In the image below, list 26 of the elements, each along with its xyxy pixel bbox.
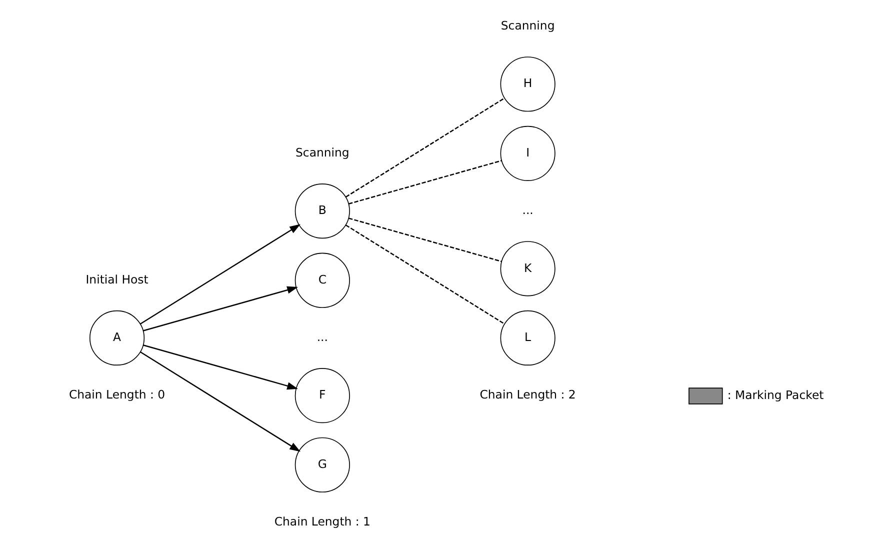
connector [348, 160, 502, 204]
arrow [140, 352, 300, 452]
node-circle: B [294, 184, 350, 239]
arrow [140, 224, 300, 324]
label: Chain Length : 0 [68, 388, 165, 402]
connector [348, 218, 502, 262]
node-circle: C [294, 252, 350, 308]
label: Chain Length : 1 [274, 514, 370, 529]
node-circle: G [294, 437, 350, 492]
legend-label: : Marking Packet [726, 388, 824, 402]
label: Scanning [500, 18, 554, 33]
node-circle: H [500, 56, 555, 112]
label: ... [522, 203, 533, 218]
node-circle: I [500, 126, 555, 181]
node-circle: F [294, 368, 350, 424]
label: ... [316, 330, 328, 344]
arrow [142, 286, 298, 332]
arrow [142, 344, 298, 390]
node-circle: L [500, 310, 555, 366]
connector [345, 224, 504, 324]
label: Scanning [295, 146, 349, 160]
label: Chain Length : 2 [479, 388, 576, 402]
node-circle: K [500, 241, 555, 296]
node-circle: A [88, 310, 144, 366]
node-label: Initial Host [85, 272, 148, 286]
connector [345, 98, 504, 198]
